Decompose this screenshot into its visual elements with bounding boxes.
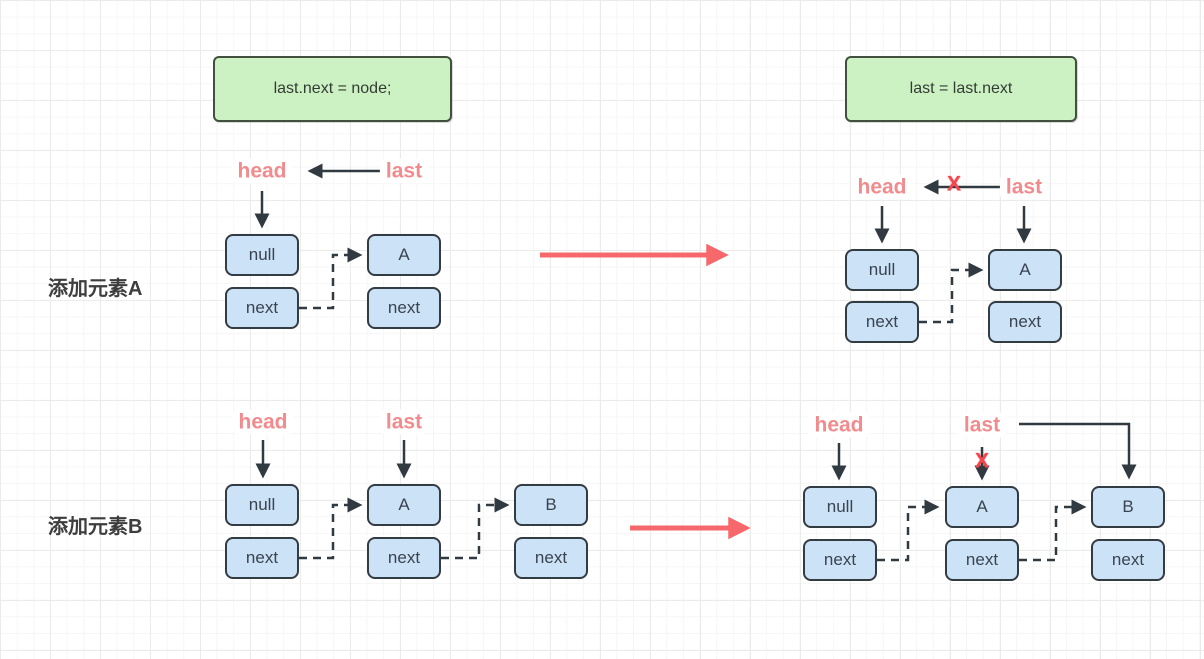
node-value-box: null — [225, 234, 299, 276]
node-next-box: next — [988, 301, 1062, 343]
node-next-box: next — [514, 537, 588, 579]
node-value-box: B — [514, 484, 588, 526]
node-next-box: next — [803, 539, 877, 581]
node-value-box: A — [988, 249, 1062, 291]
dashed-next-to-a-2 — [919, 262, 984, 324]
pointer-label-last: last — [379, 409, 429, 435]
node-value-box: A — [945, 486, 1019, 528]
cross-out-icon: X — [974, 449, 990, 473]
pointer-label-head: head — [808, 412, 870, 438]
pointer-label-last: last — [999, 174, 1049, 200]
pointer-label-last: last — [379, 158, 429, 184]
node-value-box: null — [845, 249, 919, 291]
node-next-box: next — [367, 537, 441, 579]
dashed-next-to-a-1 — [299, 247, 363, 310]
node-next-box: next — [945, 539, 1019, 581]
node-next-box: next — [845, 301, 919, 343]
node-value-box: A — [367, 234, 441, 276]
code-box-add-b: last = last.next — [845, 56, 1077, 122]
dashed-next-to-b-3 — [441, 497, 510, 560]
dashed-next-to-a-4 — [877, 499, 940, 562]
node-value-box: null — [803, 486, 877, 528]
code-box-add-a: last.next = node; — [213, 56, 452, 122]
node-next-box: next — [1091, 539, 1165, 581]
pointer-label-last: last — [957, 412, 1007, 438]
node-value-box: A — [367, 484, 441, 526]
dashed-next-to-b-4 — [1019, 499, 1087, 562]
pointer-label-head: head — [232, 409, 294, 435]
row-label-add-a: 添加元素A — [48, 278, 143, 300]
arrow-last-to-b-elbow-4 — [1019, 422, 1137, 480]
node-next-box: next — [225, 537, 299, 579]
row-label-add-b: 添加元素B — [48, 516, 143, 538]
pointer-label-head: head — [231, 158, 293, 184]
node-value-box: B — [1091, 486, 1165, 528]
pointer-label-head: head — [851, 174, 913, 200]
node-next-box: next — [225, 287, 299, 329]
node-next-box: next — [367, 287, 441, 329]
dashed-next-to-a-3 — [299, 497, 363, 560]
cross-out-icon: X — [946, 172, 962, 196]
node-value-box: null — [225, 484, 299, 526]
